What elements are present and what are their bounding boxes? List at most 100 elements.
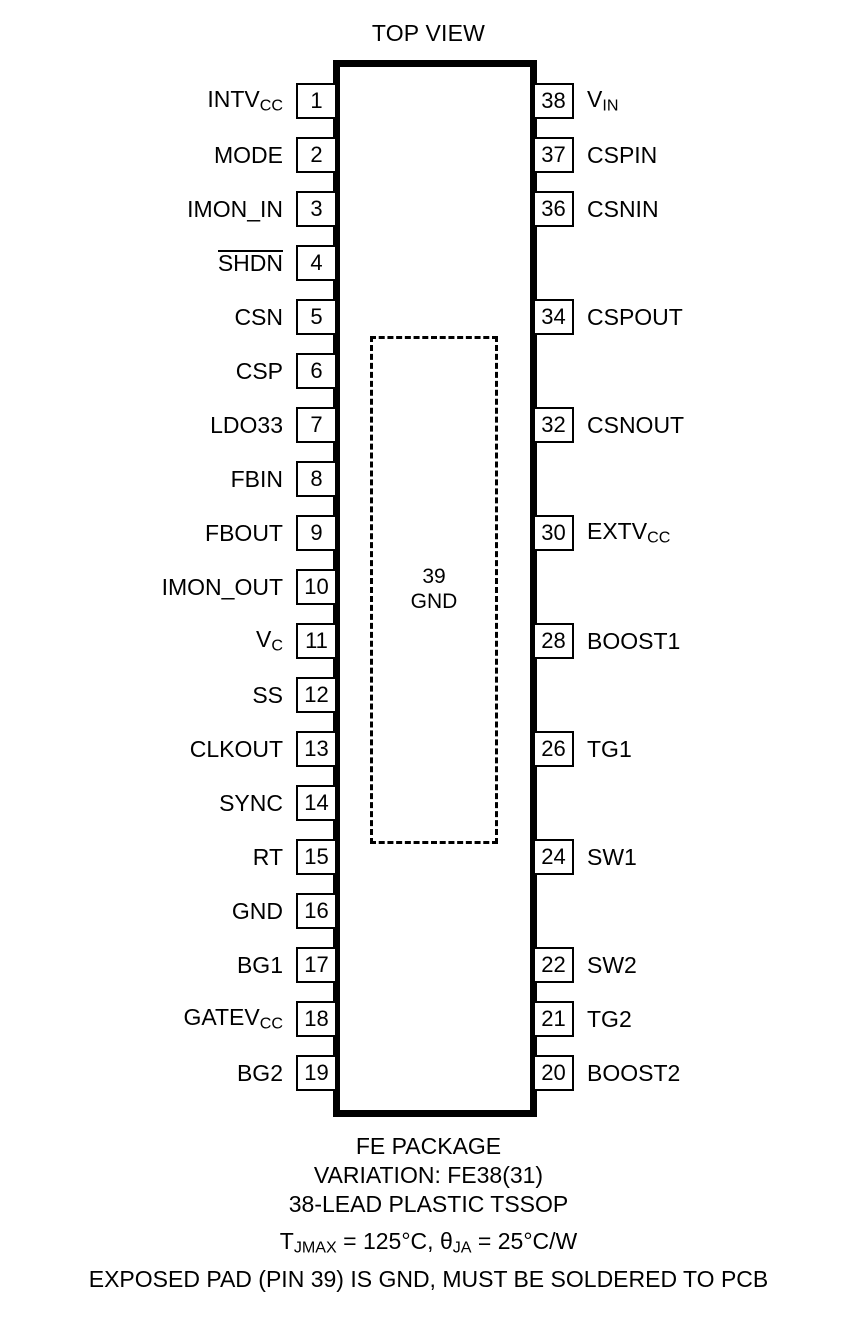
pin-label-CSP: CSP [235,357,283,384]
pin-row: MODE 2 [0,137,337,173]
top-view-caption: TOP VIEW [371,20,486,46]
pin-row: GATEVCC 18 [0,1001,337,1037]
pin-number-box-10: 10 [296,569,337,605]
pin-row: 30 EXTVCC [533,515,857,551]
pin-label-EXTVCC: EXTVCC [587,518,671,547]
pin-number-box-13: 13 [296,731,337,767]
pin-label-CLKOUT: CLKOUT [189,735,283,762]
pin-number-box-37: 37 [533,137,574,173]
pin-row: CLKOUT 13 [0,731,337,767]
pin-label-BOOST1: BOOST1 [587,627,681,654]
exposed-pad-label: 39 GND [410,565,458,613]
pin-label-GND: GND [231,897,283,924]
pin-number-box-11: 11 [296,623,337,659]
pin-row: LDO33 7 [0,407,337,443]
pin-number-box-15: 15 [296,839,337,875]
pin-label-MODE: MODE [214,141,283,168]
pin-row: FBIN 8 [0,461,337,497]
pin-number-box-32: 32 [533,407,574,443]
pin-row: 34 CSPOUT [533,299,857,335]
pin-label-TG1: TG1 [587,735,632,762]
pin-row: VC 11 [0,623,337,659]
pin-label-BOOST2: BOOST2 [587,1059,681,1086]
pin-number-box-16: 16 [296,893,337,929]
pin-label-CSN: CSN [234,303,283,330]
pin-number-box-20: 20 [533,1055,574,1091]
pin-number-box-30: 30 [533,515,574,551]
pin-row: BG1 17 [0,947,337,983]
pin-number-box-21: 21 [533,1001,574,1037]
pin-label-CSNIN: CSNIN [587,195,659,222]
pin-number-box-19: 19 [296,1055,337,1091]
pin-label-VC: VC [256,626,283,655]
pin-number-box-14: 14 [296,785,337,821]
pin-number-box-3: 3 [296,191,337,227]
pin-row: IMON_IN 3 [0,191,337,227]
pin-number-box-17: 17 [296,947,337,983]
pin-label-LDO33: LDO33 [210,411,283,438]
pin-label-CSPIN: CSPIN [587,141,658,168]
pin-row: BG2 19 [0,1055,337,1091]
caption-package: FE PACKAGE [355,1133,502,1159]
caption-thermal-ratings: TJMAX = 125°C, θJA = 25°C/W [279,1228,578,1257]
pin-label-BG1: BG1 [236,951,283,978]
pin-label-FBOUT: FBOUT [205,519,283,546]
pin-number-box-6: 6 [296,353,337,389]
pin-number-box-7: 7 [296,407,337,443]
pin-row: 22 SW2 [533,947,857,983]
pin-label-SHDN: SHDN [217,250,283,277]
pin-number-box-12: 12 [296,677,337,713]
exposed-pad-region: 39 GND [370,336,498,844]
pin-row: CSN 5 [0,299,337,335]
pin-row: SYNC 14 [0,785,337,821]
pin-label-SYNC: SYNC [219,789,283,816]
pin-number-box-9: 9 [296,515,337,551]
pin-label-SW1: SW1 [587,843,637,870]
pin-number-box-18: 18 [296,1001,337,1037]
pin-number-box-24: 24 [533,839,574,875]
pin-number-box-8: 8 [296,461,337,497]
pin-row: 32 CSNOUT [533,407,857,443]
pin-number-box-36: 36 [533,191,574,227]
pin-label-IMON_OUT: IMON_OUT [161,573,283,600]
pin-row: 24 SW1 [533,839,857,875]
pin-row: 28 BOOST1 [533,623,857,659]
pin-label-IMON_IN: IMON_IN [187,195,283,222]
pin-row: GND 16 [0,893,337,929]
pin-label-CSPOUT: CSPOUT [587,303,683,330]
caption-pad-note: EXPOSED PAD (PIN 39) IS GND, MUST BE SOL… [88,1265,769,1292]
pin-label-FBIN: FBIN [230,465,283,492]
pin-number-box-5: 5 [296,299,337,335]
pin-label-TG2: TG2 [587,1005,632,1032]
package-caption: FE PACKAGE VARIATION: FE38(31) 38-LEAD P… [0,1132,857,1294]
pin-row: 36 CSNIN [533,191,857,227]
pin-row: SS 12 [0,677,337,713]
pin-number-box-2: 2 [296,137,337,173]
pin-label-SW2: SW2 [587,951,637,978]
pin-row: IMON_OUT 10 [0,569,337,605]
pin-number-box-38: 38 [533,83,574,119]
pin-label-SS: SS [252,681,283,708]
pin-row: 37 CSPIN [533,137,857,173]
caption-variation: VARIATION: FE38(31) [313,1162,544,1188]
pin-row: SHDN 4 [0,245,337,281]
pin-number-box-4: 4 [296,245,337,281]
pin-label-CSNOUT: CSNOUT [587,411,685,438]
pin-row: CSP 6 [0,353,337,389]
pin-row: FBOUT 9 [0,515,337,551]
pin-number-box-22: 22 [533,947,574,983]
pin-label-GATEVCC: GATEVCC [183,1004,283,1033]
pin-row: 26 TG1 [533,731,857,767]
pin-row: RT 15 [0,839,337,875]
pin-label-INTVCC: INTVCC [207,86,283,115]
pin-row: 21 TG2 [533,1001,857,1037]
pin-label-BG2: BG2 [236,1059,283,1086]
pin-number-box-28: 28 [533,623,574,659]
pin-number-box-26: 26 [533,731,574,767]
pin-row: 20 BOOST2 [533,1055,857,1091]
pin-label-RT: RT [252,843,283,870]
pin-number-box-34: 34 [533,299,574,335]
